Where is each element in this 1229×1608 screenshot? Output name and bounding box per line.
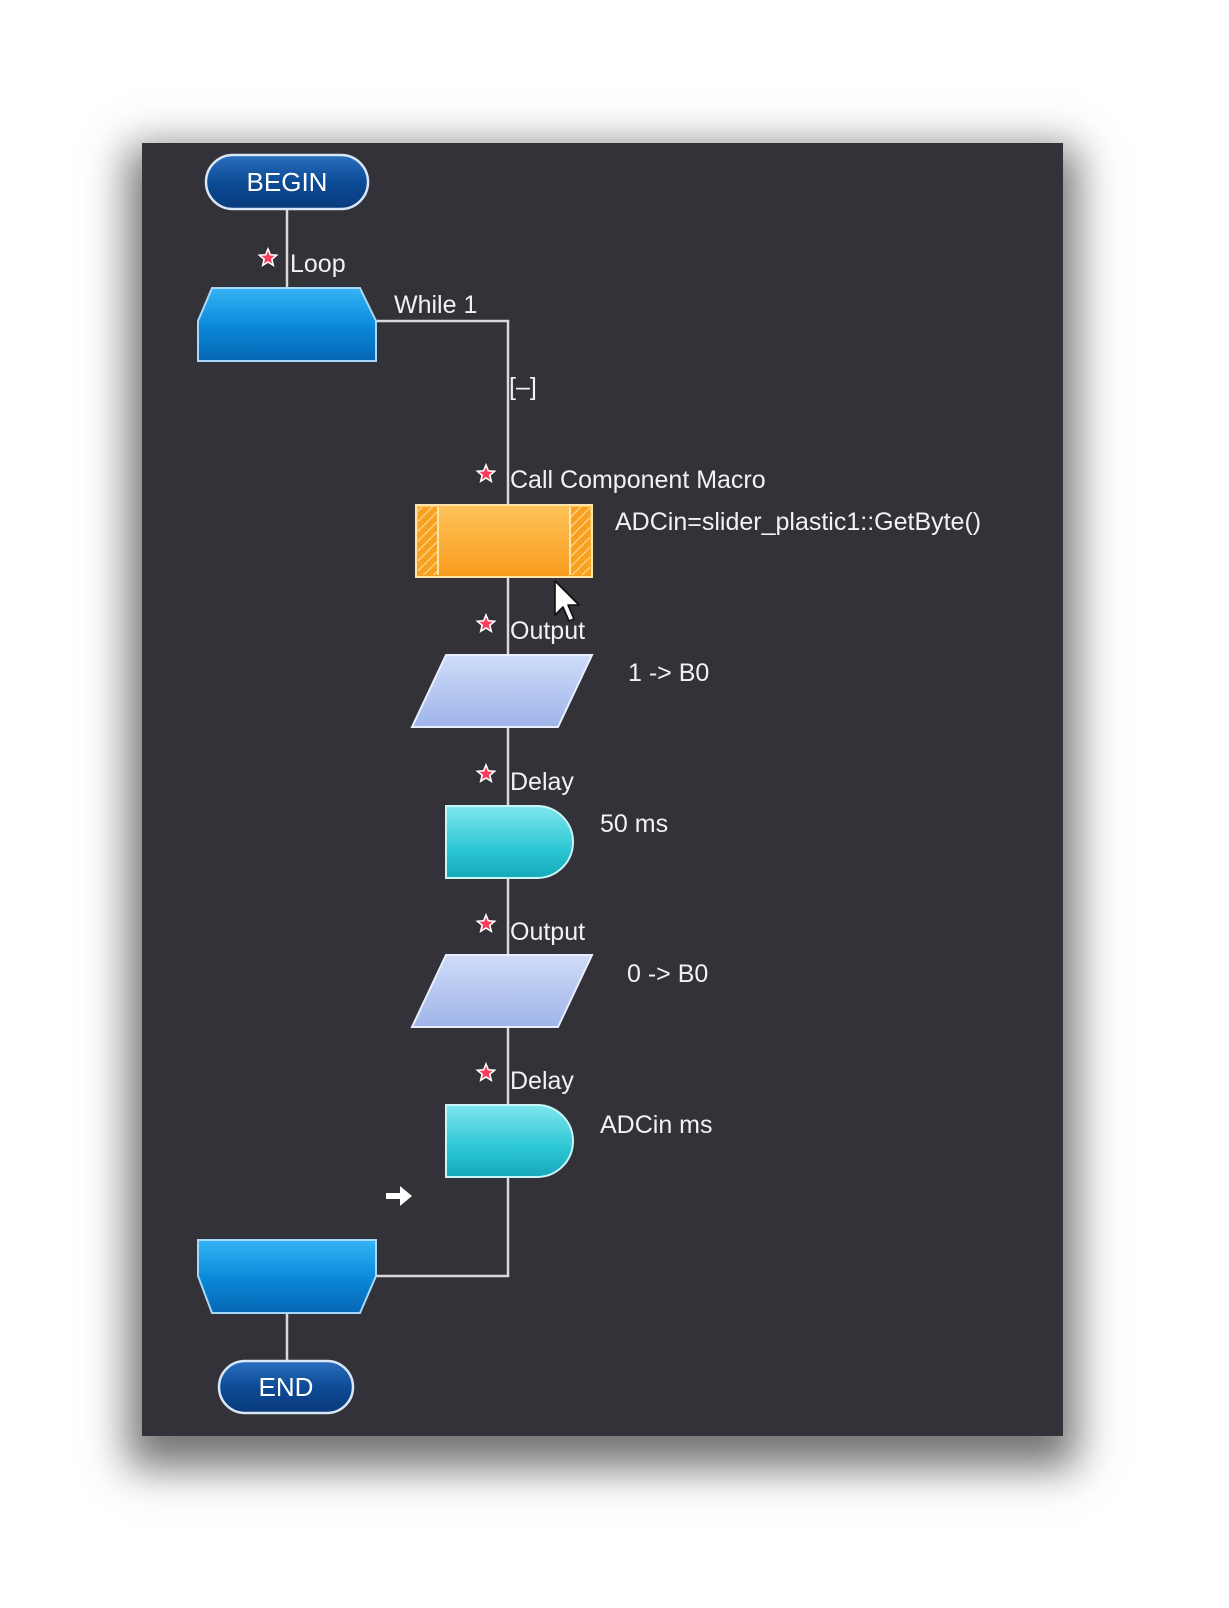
delay-2-star-icon: [475, 1061, 497, 1082]
delay-2-type-label: Delay: [510, 1067, 574, 1095]
end-label: END: [259, 1372, 314, 1402]
flowchart-diagram: BEGIN Loop While 1 [–] Call Component Ma…: [197, 153, 981, 1415]
output-block-1[interactable]: [410, 654, 594, 728]
loop-start-block[interactable]: [197, 287, 377, 362]
delay-1-type-label: Delay: [510, 768, 574, 796]
macro-type-label: Call Component Macro: [510, 466, 766, 494]
output-1-detail: 1 -> B0: [628, 659, 709, 687]
call-component-macro-block[interactable]: [415, 504, 593, 578]
end-terminal[interactable]: END: [217, 1359, 355, 1415]
output-2-star-icon: [475, 912, 497, 933]
delay-1-star-icon: [475, 762, 497, 783]
output-1-star-icon: [475, 612, 497, 633]
loop-collapse-toggle[interactable]: [–]: [509, 373, 537, 401]
flowchart-canvas: BEGIN Loop While 1 [–] Call Component Ma…: [142, 143, 1063, 1436]
delay-1-detail: 50 ms: [600, 810, 668, 838]
output-1-type-label: Output: [510, 617, 585, 645]
delay-block-1[interactable]: [445, 805, 574, 879]
output-2-detail: 0 -> B0: [627, 960, 708, 988]
output-block-2[interactable]: [410, 954, 594, 1028]
delay-block-2[interactable]: [445, 1104, 574, 1178]
arrow-right-icon: [386, 1186, 412, 1206]
loop-title: Loop: [290, 250, 346, 278]
output-2-type-label: Output: [510, 918, 585, 946]
loop-end-block[interactable]: [197, 1239, 377, 1314]
loop-star-icon: [257, 246, 279, 267]
macro-detail: ADCin=slider_plastic1::GetByte(): [615, 508, 981, 536]
begin-terminal[interactable]: BEGIN: [204, 153, 370, 211]
loop-condition: While 1: [394, 291, 477, 319]
connector-wires: [285, 209, 510, 1361]
macro-star-icon: [475, 462, 497, 483]
begin-label: BEGIN: [247, 167, 328, 197]
mouse-cursor-icon: [554, 580, 580, 622]
delay-2-detail: ADCin ms: [600, 1111, 713, 1139]
